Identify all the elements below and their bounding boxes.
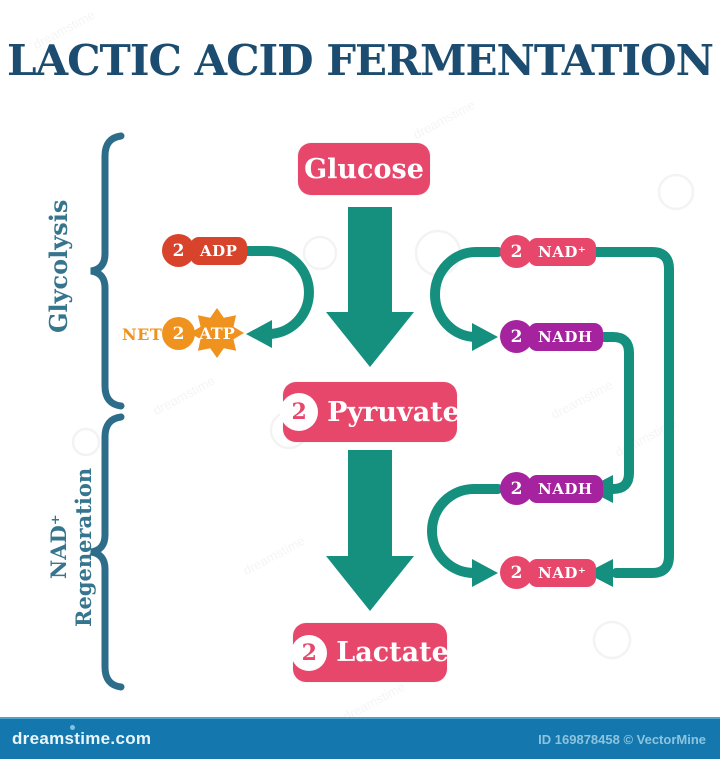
watermark-logo-circle bbox=[592, 620, 632, 660]
nad-regeneration-brace bbox=[90, 413, 125, 691]
section-label-glycolysis: Glycolysis bbox=[44, 199, 73, 333]
nadh-transfer-arrow bbox=[579, 332, 634, 494]
atp-group: NET 2 ATP bbox=[122, 307, 272, 359]
adp-count: 2 bbox=[162, 234, 195, 267]
nadh-to-nad-arrow bbox=[427, 484, 503, 578]
footer-bar: dreamstime.com ID 169878458 © VectorMine bbox=[0, 717, 720, 759]
glucose-box: Glucose bbox=[298, 143, 430, 195]
pyruvate-box: 2 Pyruvate bbox=[280, 382, 460, 442]
nad-recycle-arrow bbox=[579, 247, 674, 578]
nad-plus-bottom-label: NAD⁺ bbox=[528, 558, 597, 587]
nad-to-nadh-arrow bbox=[430, 247, 503, 342]
glucose-label: Glucose bbox=[304, 153, 424, 185]
atp-star-icon bbox=[190, 308, 244, 358]
pyruvate-to-lactate-arrow bbox=[326, 450, 414, 611]
glycolysis-brace bbox=[90, 132, 125, 410]
footer-image-credit: ID 169878458 © VectorMine bbox=[538, 731, 706, 747]
nadh-top-badge: 2 NADH bbox=[500, 320, 603, 353]
nadh-bottom-count: 2 bbox=[500, 472, 533, 505]
nad-to-nadh-arrowhead bbox=[472, 323, 498, 351]
nad-plus-top-count: 2 bbox=[500, 235, 533, 268]
nad-recycle-arrowhead bbox=[586, 559, 613, 587]
watermark-logo-circle bbox=[657, 173, 695, 211]
diagram-arrows-layer bbox=[71, 132, 695, 691]
footer-site-text: dreamstime.com bbox=[12, 729, 152, 748]
nadh-bottom-badge: 2 NADH bbox=[500, 472, 603, 505]
nad-plus-top-label: NAD⁺ bbox=[528, 237, 597, 266]
lactate-count: 2 bbox=[291, 634, 328, 671]
nad-plus-bottom-count: 2 bbox=[500, 556, 533, 589]
nadh-top-count: 2 bbox=[500, 320, 533, 353]
watermark-logo-circle bbox=[302, 235, 338, 271]
pyruvate-count: 2 bbox=[280, 393, 319, 431]
logo-dot-icon bbox=[70, 725, 75, 730]
pyruvate-label: Pyruvate bbox=[327, 396, 460, 428]
watermark-logo-circle bbox=[71, 427, 101, 457]
nadh-bottom-label: NADH bbox=[528, 474, 603, 503]
net-label: NET bbox=[122, 325, 163, 344]
glucose-to-pyruvate-arrow bbox=[326, 207, 414, 367]
lactate-box: 2 Lactate bbox=[291, 623, 449, 682]
adp-to-atp-arrow bbox=[241, 246, 314, 339]
adp-label: ADP bbox=[190, 236, 248, 265]
nad-plus-bottom-badge: 2 NAD⁺ bbox=[500, 556, 597, 589]
adp-badge: 2 ADP bbox=[162, 234, 248, 267]
atp-label: ATP bbox=[199, 323, 235, 343]
lactate-label: Lactate bbox=[336, 637, 449, 668]
footer-site-logo: dreamstime.com bbox=[12, 725, 152, 749]
nad-plus-top-badge: 2 NAD⁺ bbox=[500, 235, 597, 268]
nadh-top-label: NADH bbox=[528, 322, 603, 351]
atp-count: 2 bbox=[162, 317, 195, 350]
adp-to-atp-arrowhead bbox=[246, 320, 272, 348]
page-title: LACTIC ACID FERMENTATION bbox=[7, 36, 714, 85]
nadh-to-nad-arrowhead bbox=[472, 559, 498, 587]
section-label-nad-regeneration: NAD⁺ Regeneration bbox=[46, 467, 96, 627]
